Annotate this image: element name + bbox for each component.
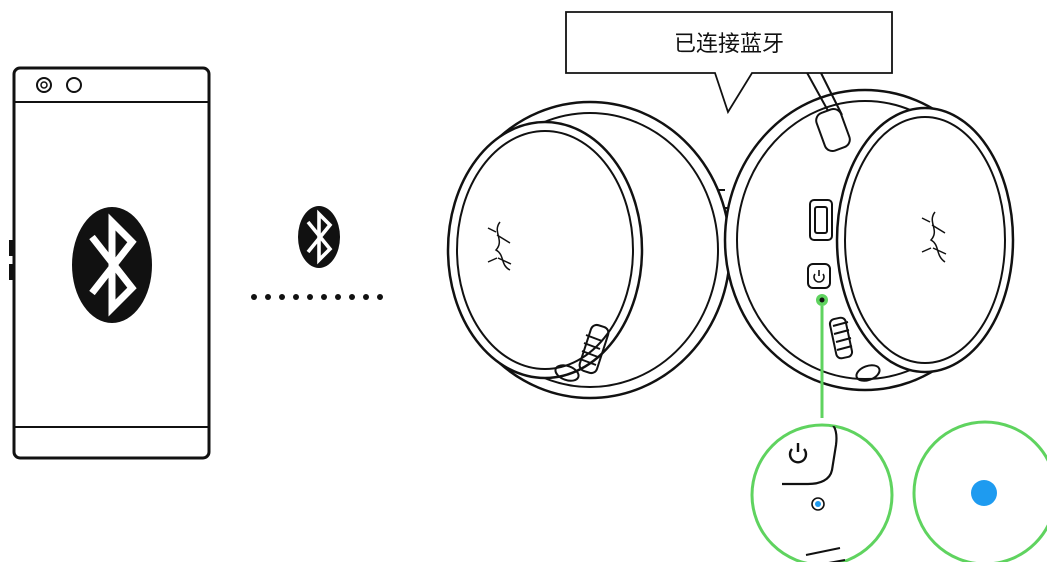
volume-dial: [578, 323, 610, 375]
front-camera-icon: [36, 77, 82, 93]
razer-headset: [446, 54, 1015, 400]
connection-dots: [251, 294, 383, 300]
smartphone-icon: [9, 66, 211, 460]
mode-button: [855, 364, 881, 382]
power-icon: [788, 443, 808, 464]
led-indicator: [816, 294, 828, 306]
mic-mute-button: [554, 364, 580, 382]
bluetooth-icon: [72, 207, 152, 323]
bluetooth-signal-icon: [298, 206, 340, 268]
zoom-power-button-detail: [750, 423, 894, 562]
zoom-led-detail: [912, 420, 1047, 562]
razer-logo-icon: [487, 221, 512, 271]
status-callout: 已连接蓝牙: [565, 11, 893, 115]
razer-logo-icon: [921, 211, 947, 263]
led-blue-indicator: [971, 480, 997, 506]
volume-dial: [828, 316, 854, 360]
callout-text: 已连接蓝牙: [674, 32, 784, 57]
usb-port: [809, 199, 833, 241]
power-button: [807, 263, 831, 289]
